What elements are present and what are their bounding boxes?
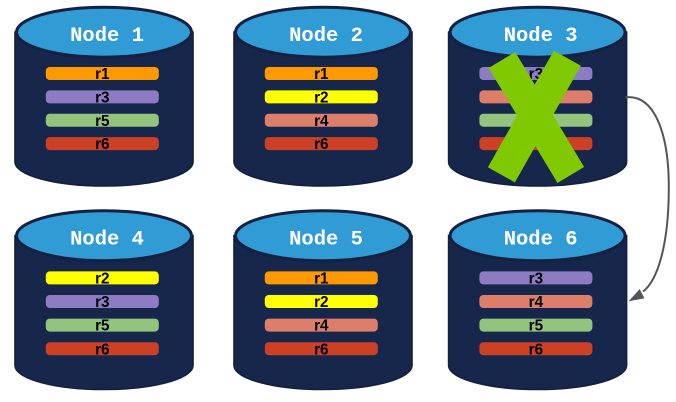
svg-text:r2: r2 xyxy=(314,90,328,107)
svg-text:r6: r6 xyxy=(95,136,109,153)
svg-text:r6: r6 xyxy=(529,341,543,358)
svg-text:Node 1: Node 1 xyxy=(70,25,144,48)
svg-text:r4: r4 xyxy=(314,318,329,335)
svg-text:r5: r5 xyxy=(529,318,544,335)
svg-text:r3: r3 xyxy=(529,271,543,288)
svg-text:r6: r6 xyxy=(314,341,328,358)
svg-text:r6: r6 xyxy=(314,136,328,153)
svg-text:r3: r3 xyxy=(95,90,109,107)
svg-text:r6: r6 xyxy=(95,341,109,358)
svg-text:Node 5: Node 5 xyxy=(289,229,363,252)
svg-text:Node 6: Node 6 xyxy=(504,229,578,252)
svg-text:r4: r4 xyxy=(529,294,544,311)
svg-text:r2: r2 xyxy=(314,294,328,311)
svg-text:r4: r4 xyxy=(314,113,329,130)
svg-text:Node 3: Node 3 xyxy=(504,25,578,48)
svg-text:Node 2: Node 2 xyxy=(289,25,363,48)
svg-text:r1: r1 xyxy=(314,271,329,288)
svg-text:Node 4: Node 4 xyxy=(70,229,144,252)
svg-text:r3: r3 xyxy=(95,294,109,311)
svg-text:r2: r2 xyxy=(95,271,109,288)
svg-text:r5: r5 xyxy=(95,113,110,130)
svg-text:r5: r5 xyxy=(95,318,110,335)
svg-text:r1: r1 xyxy=(95,66,110,83)
svg-text:r1: r1 xyxy=(314,66,329,83)
